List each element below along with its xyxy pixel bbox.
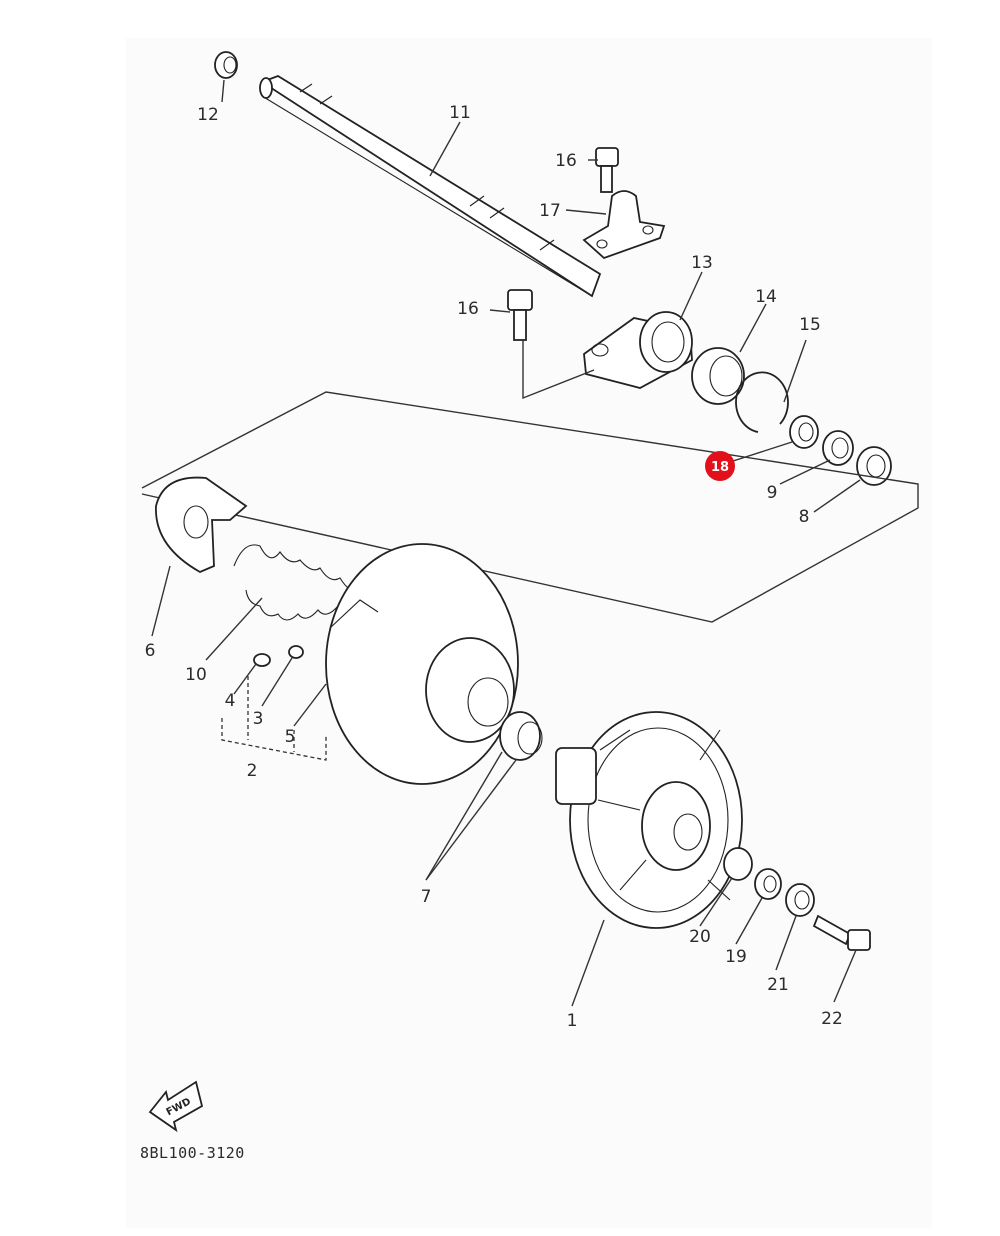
callout-10: 10 (185, 665, 207, 685)
callout-4: 4 (225, 691, 236, 711)
part-16-bolt-upper[interactable] (595, 147, 619, 193)
callout-14: 14 (755, 287, 777, 307)
leader-lines (151, 79, 861, 1007)
part-12-cap[interactable] (214, 51, 238, 79)
part-6-cam[interactable] (155, 476, 248, 574)
fwd-arrow-icon: FWD (148, 1080, 204, 1133)
callout-8: 8 (799, 507, 810, 527)
callout-22: 22 (821, 1009, 843, 1029)
part-18-washer[interactable] (789, 415, 819, 449)
part-17-bracket[interactable] (582, 190, 666, 260)
drawing-code: 8BL100-3120 (140, 1144, 245, 1162)
callout-19: 19 (725, 947, 747, 967)
group-2-bracket (221, 676, 327, 761)
callout-16-lower: 16 (457, 299, 479, 319)
part-4-pin[interactable] (253, 653, 271, 667)
part-13-housing[interactable] (583, 311, 693, 389)
callout-6: 6 (145, 641, 156, 661)
part-20-collar[interactable] (723, 847, 753, 881)
part-21-washer[interactable] (785, 883, 815, 917)
callout-12: 12 (197, 105, 219, 125)
part-22-bolt[interactable] (812, 914, 871, 951)
part-14-bearing[interactable] (691, 347, 745, 405)
callout-2: 2 (247, 761, 258, 781)
callout-1: 1 (567, 1011, 578, 1031)
callout-16-upper: 16 (555, 151, 577, 171)
callout-15: 15 (799, 315, 821, 335)
part-15-circlip[interactable] (735, 371, 789, 433)
callout-7: 7 (421, 887, 432, 907)
callout-17: 17 (539, 201, 561, 221)
callout-20: 20 (689, 927, 711, 947)
part-1-fixed-sheave[interactable] (555, 711, 743, 929)
callout-11: 11 (449, 103, 471, 123)
part-9-washer[interactable] (822, 430, 854, 466)
callout-13: 13 (691, 253, 713, 273)
part-5-sheave[interactable] (325, 543, 519, 785)
part-16-bolt-lower[interactable] (507, 289, 533, 341)
callout-3: 3 (253, 709, 264, 729)
part-19-washer[interactable] (754, 868, 782, 900)
part-7-bushing[interactable] (499, 711, 543, 761)
part-3-washer[interactable] (288, 645, 304, 659)
part-11-shaft[interactable] (259, 75, 602, 298)
callout-9: 9 (767, 483, 778, 503)
callout-18: 18 (711, 460, 729, 475)
callout-5: 5 (285, 727, 296, 747)
callout-labels: 1 2 3 4 5 6 7 8 9 10 11 12 13 14 15 16 1… (145, 103, 843, 1031)
callout-18-highlight[interactable]: 18 (705, 451, 735, 481)
callout-21: 21 (767, 975, 789, 995)
